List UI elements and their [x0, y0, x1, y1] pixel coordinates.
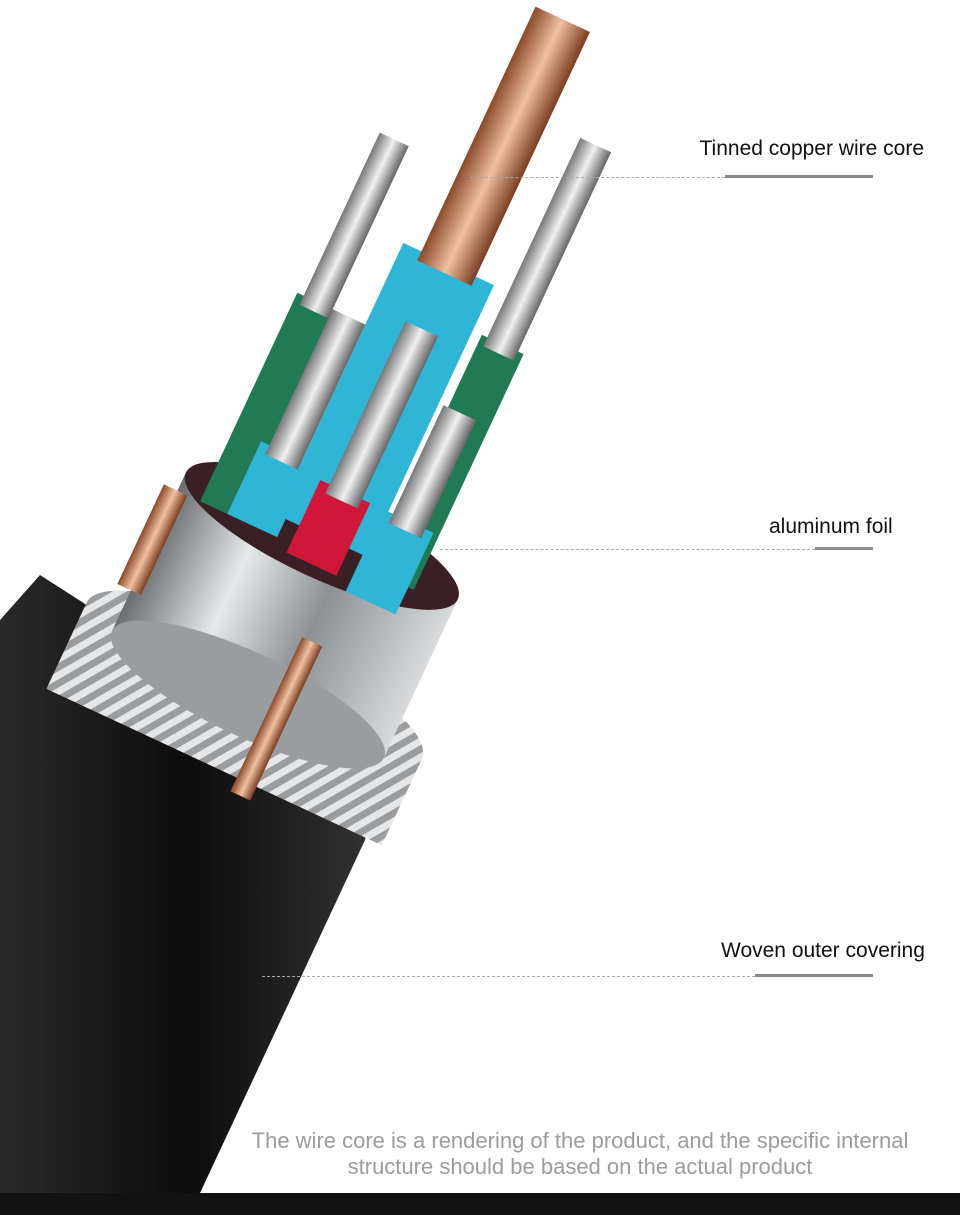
callout-aluminum-foil: aluminum foil: [769, 515, 893, 538]
bottom-band: [0, 1193, 960, 1215]
disclaimer-text: The wire core is a rendering of the prod…: [200, 1128, 960, 1180]
callout-leader-dashed: [440, 549, 815, 550]
disclaimer-line-2: structure should be based on the actual …: [347, 1154, 813, 1179]
woven-outer-covering: [0, 575, 375, 1193]
inner-wires: [117, 6, 612, 801]
callout-woven-outer-covering: Woven outer covering: [721, 939, 925, 962]
disclaimer-line-1: The wire core is a rendering of the prod…: [251, 1128, 909, 1153]
callout-leader-dashed: [470, 177, 725, 178]
callout-tinned-copper-wire-core: Tinned copper wire core: [699, 137, 925, 160]
callout-leader-solid: [815, 547, 873, 550]
callout-leader-solid: [755, 974, 873, 977]
callout-leader-dashed: [262, 976, 755, 977]
callout-leader-solid: [725, 175, 873, 178]
